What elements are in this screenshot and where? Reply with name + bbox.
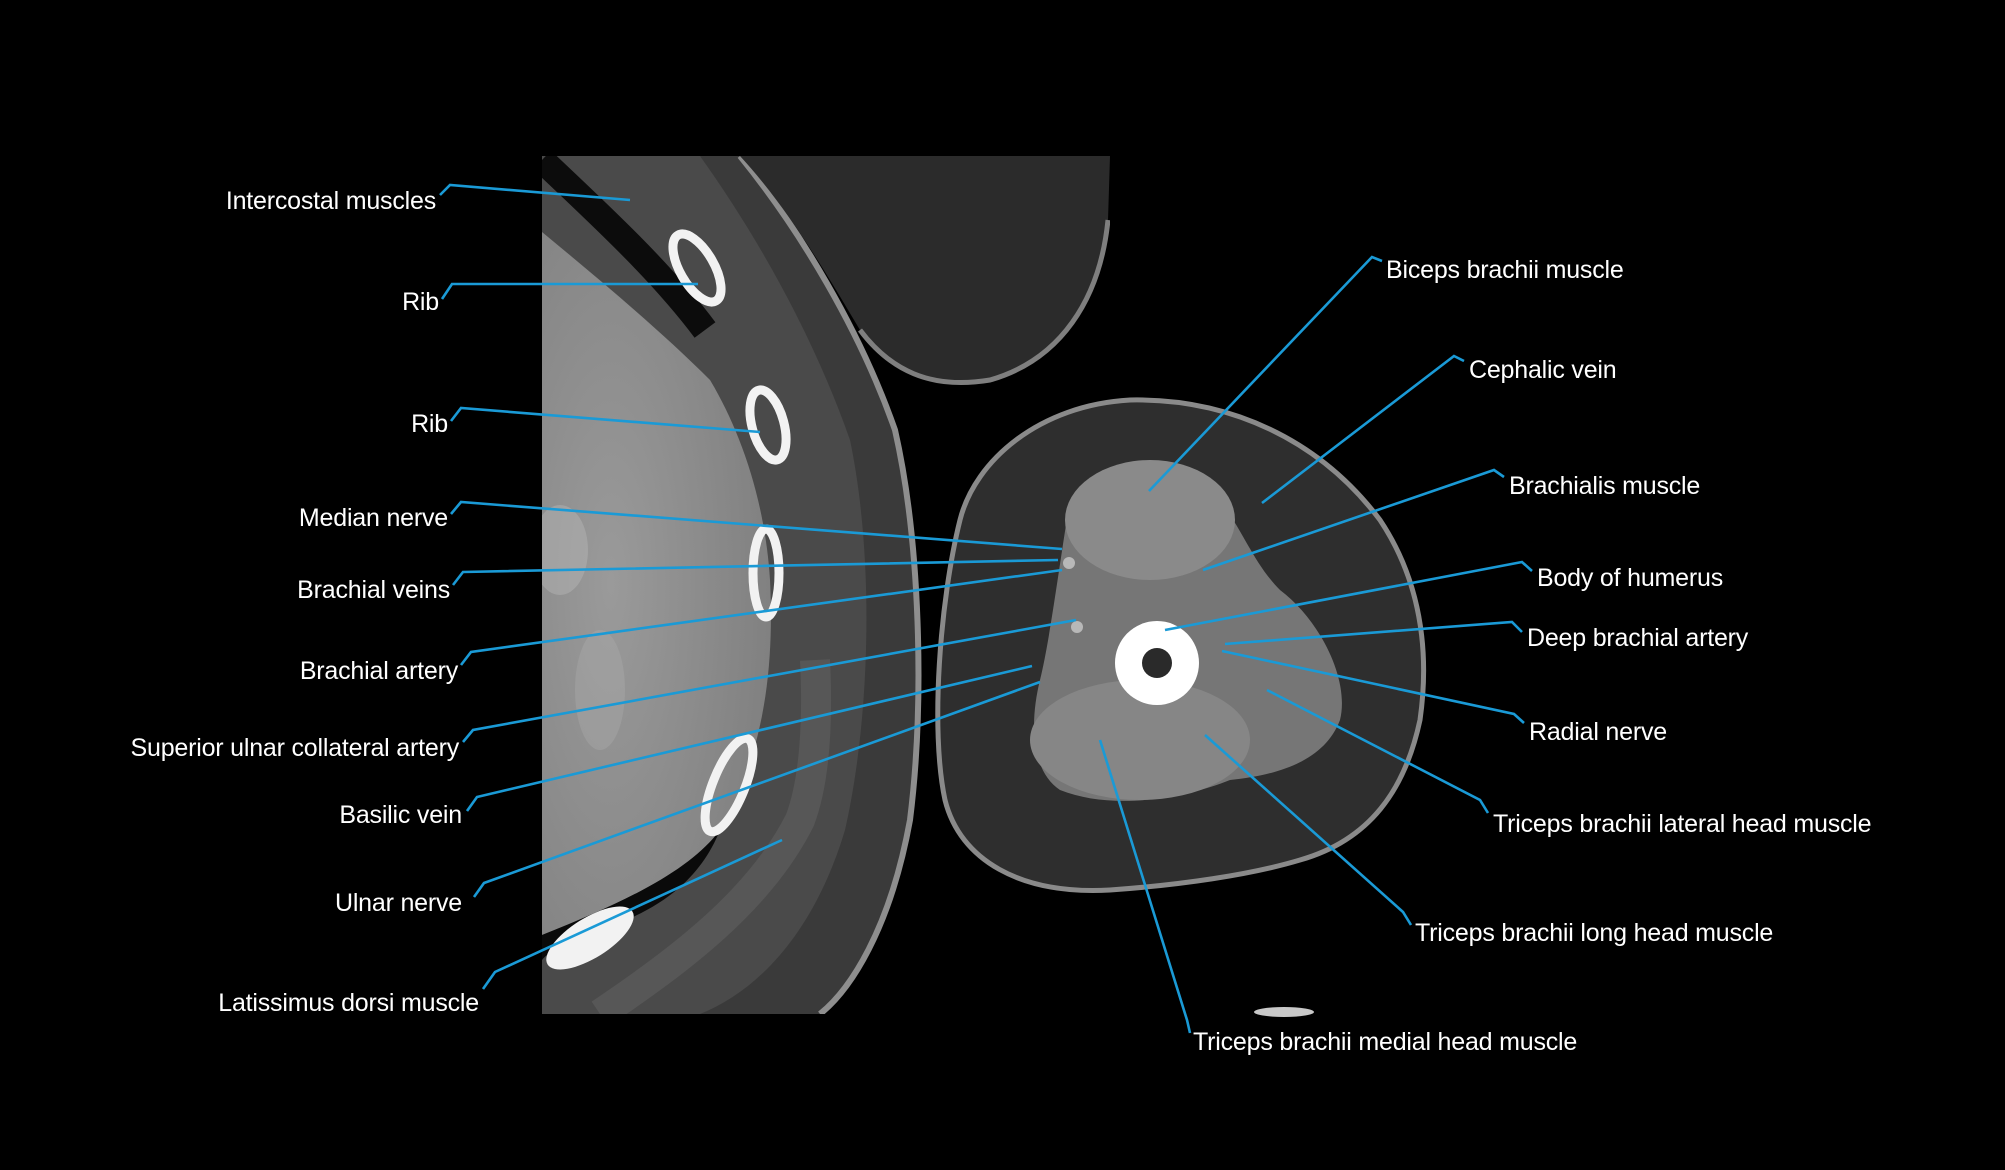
label-ulnar-nerve: Ulnar nerve <box>334 889 462 917</box>
label-superior-ulnar-collateral-artery: Superior ulnar collateral artery <box>130 734 460 762</box>
leader-superior-ulnar <box>462 618 1077 743</box>
label-intercostal-muscles: Intercostal muscles <box>225 187 436 215</box>
rib-shape <box>546 906 634 970</box>
arm-cross-section <box>935 397 1427 1017</box>
leader-triceps-medial <box>1098 739 1192 1034</box>
label-radial-nerve: Radial nerve <box>1529 718 1667 746</box>
label-brachial-artery: Brachial artery <box>299 657 458 685</box>
chest-wall-ct-panel <box>542 156 1110 1014</box>
rib-shape <box>668 229 726 307</box>
label-brachial-veins: Brachial veins <box>297 576 450 604</box>
label-basilic-vein: Basilic vein <box>339 801 462 829</box>
rib-shape <box>748 524 784 622</box>
label-biceps-brachii-muscle: Biceps brachii muscle <box>1386 256 1624 284</box>
label-body-of-humerus: Body of humerus <box>1537 564 1723 592</box>
leader-latissimus <box>481 838 783 990</box>
label-cephalic-vein: Cephalic vein <box>1469 356 1617 384</box>
leader-basilic-vein <box>465 664 1033 812</box>
leader-biceps <box>1148 255 1383 492</box>
leader-rib-2 <box>449 406 761 434</box>
leader-rib-1 <box>440 282 698 300</box>
leader-ulnar-nerve <box>472 680 1041 898</box>
leader-radial-nerve <box>1221 649 1525 724</box>
label-deep-brachial-artery: Deep brachial artery <box>1527 624 1749 652</box>
label-rib-2: Rib <box>411 410 448 438</box>
leader-humerus <box>1164 560 1533 632</box>
leader-triceps-long <box>1204 734 1413 926</box>
label-triceps-medial-head: Triceps brachii medial head muscle <box>1193 1028 1578 1056</box>
label-triceps-long-head: Triceps brachii long head muscle <box>1415 919 1774 947</box>
label-brachialis-muscle: Brachialis muscle <box>1509 472 1701 500</box>
leader-brachial-veins <box>451 558 1059 586</box>
leader-triceps-lateral <box>1266 688 1490 814</box>
leader-brachialis <box>1202 468 1505 572</box>
leader-brachial-artery <box>459 568 1063 666</box>
leader-lines <box>439 183 1533 1034</box>
rib-shape <box>745 385 791 465</box>
leader-deep-brachial <box>1224 620 1523 646</box>
label-latissimus-dorsi-muscle: Latissimus dorsi muscle <box>218 989 479 1017</box>
leader-intercostal <box>439 183 631 202</box>
rib-shape <box>700 733 758 837</box>
label-triceps-lateral-head: Triceps brachii lateral head muscle <box>1493 810 1872 838</box>
leader-cephalic <box>1261 354 1465 505</box>
label-rib-1: Rib <box>402 288 439 316</box>
label-median-nerve: Median nerve <box>298 504 448 532</box>
leader-median-nerve <box>450 500 1063 551</box>
